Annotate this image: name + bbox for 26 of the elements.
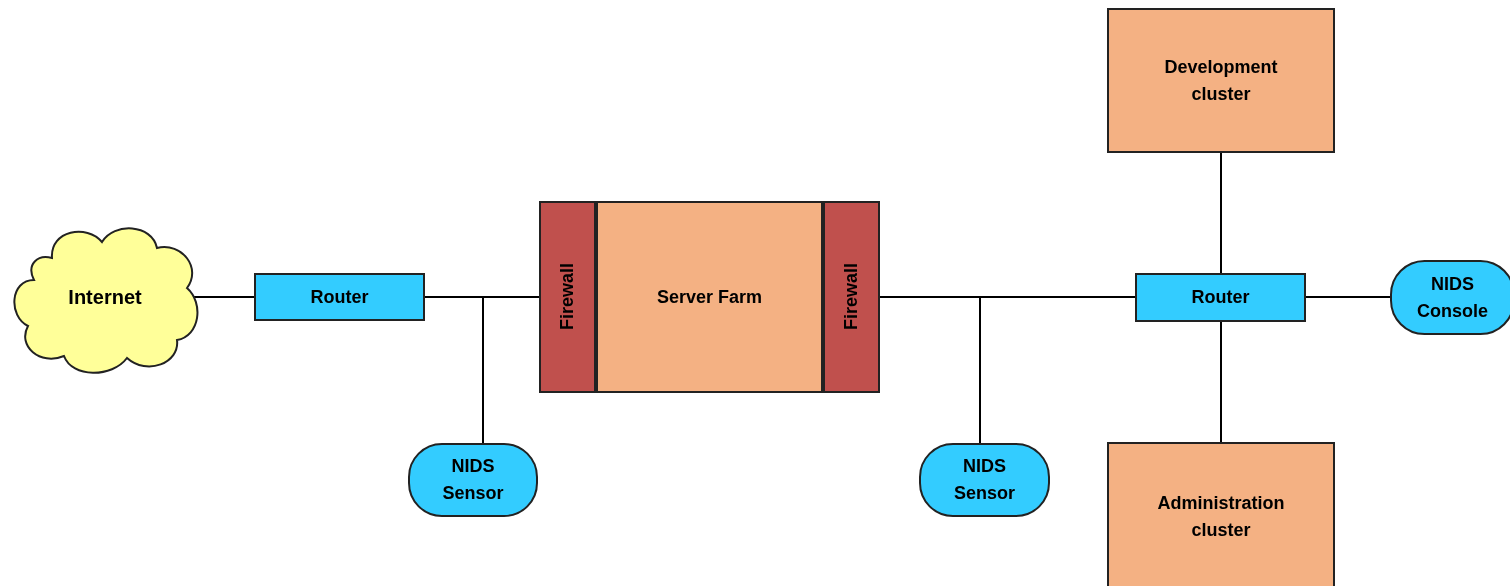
connector-line (879, 296, 981, 444)
node-label: Internet (68, 284, 142, 310)
sensor-node (408, 443, 538, 517)
router-box (1135, 273, 1306, 322)
node-label: NIDS Sensor (441, 455, 505, 505)
node-label: Router (1191, 286, 1250, 309)
router-box (254, 273, 425, 321)
connector-line (1220, 152, 1222, 274)
node-label: Server Farm (656, 285, 763, 309)
connector-line (1220, 321, 1222, 443)
firewall-box (823, 201, 880, 393)
server-farm-box (596, 201, 823, 393)
node-label: NIDS Sensor (953, 455, 1016, 505)
node-label: NIDS Console (1416, 272, 1489, 323)
connector-line (424, 296, 484, 444)
connector-line (1305, 296, 1391, 298)
cluster-box (1107, 8, 1335, 153)
node-label: Firewall (840, 263, 862, 331)
node-label: Firewall (556, 263, 578, 331)
node-label: Administration cluster (1156, 492, 1286, 542)
sensor-node (919, 443, 1050, 517)
node-label: Router (310, 285, 369, 309)
node-label: Development cluster (1163, 55, 1279, 106)
console-node (1390, 260, 1510, 335)
cluster-box (1107, 442, 1335, 586)
firewall-box (539, 201, 596, 393)
